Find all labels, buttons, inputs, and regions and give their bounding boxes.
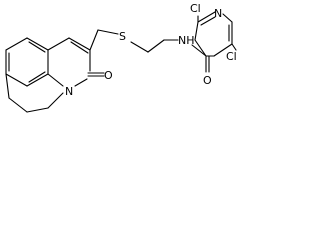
bond	[47, 92, 64, 109]
bond	[26, 107, 49, 113]
bond	[5, 73, 10, 99]
bond	[130, 41, 149, 53]
bond	[191, 44, 207, 57]
bond	[47, 73, 64, 87]
bonds-tricyclic-core	[5, 37, 105, 113]
atom-label-n-pyridine: N	[214, 7, 222, 20]
bond	[26, 73, 49, 87]
atom-label-cl-right: Cl	[226, 50, 237, 63]
bond	[74, 78, 88, 87]
bond	[8, 97, 28, 113]
bond	[5, 73, 28, 87]
bond	[197, 11, 216, 23]
bond	[194, 21, 199, 41]
bond	[5, 37, 28, 51]
bond	[68, 37, 91, 51]
atom-label-o-carbonyl: O	[104, 69, 113, 82]
bond	[213, 43, 233, 57]
atom-label-o-amide: O	[203, 74, 212, 87]
bond	[222, 13, 233, 23]
bonds-pyridine-ring	[194, 11, 237, 57]
atom-label-cl-top: Cl	[190, 2, 201, 15]
atom-labels: N O S NH O N Cl Cl	[65, 2, 237, 98]
bond	[26, 37, 49, 51]
atom-label-nh-amide: NH	[178, 34, 195, 47]
bond	[147, 39, 165, 53]
bond	[194, 39, 207, 57]
bond	[70, 41, 89, 54]
bond	[89, 29, 99, 51]
bond	[28, 71, 46, 83]
bond	[47, 37, 70, 51]
bond	[231, 43, 237, 51]
chemical-structure-drawing: N O S NH O N Cl Cl	[5, 2, 237, 113]
bond	[28, 41, 46, 53]
bond	[200, 16, 216, 26]
atom-label-n-ring: N	[65, 85, 73, 98]
atom-label-s-thioether: S	[119, 30, 126, 43]
bonds-linker-chain	[89, 29, 210, 73]
bond	[97, 29, 119, 35]
